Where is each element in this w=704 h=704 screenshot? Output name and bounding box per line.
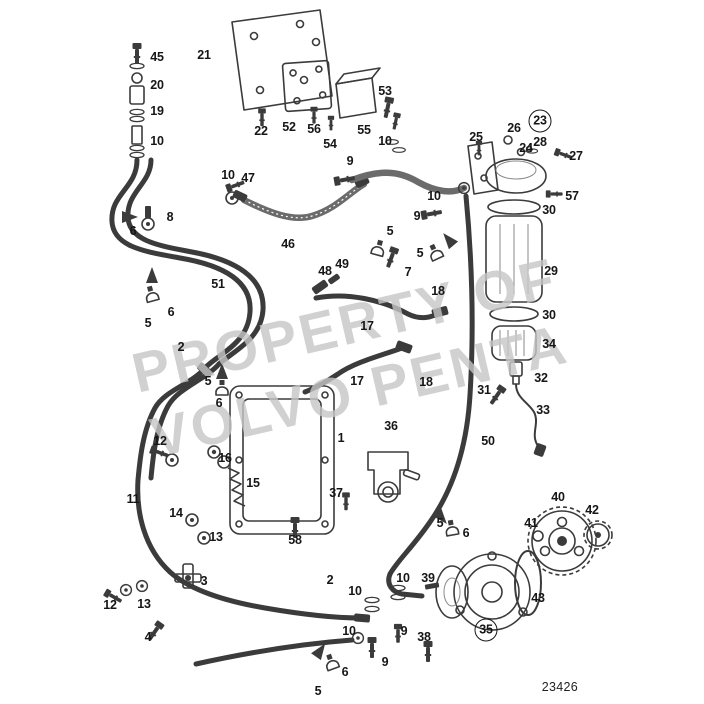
callout-30: 30 xyxy=(542,202,556,217)
callout-10: 10 xyxy=(378,133,392,148)
callout-30: 30 xyxy=(542,307,556,322)
callout-26: 26 xyxy=(507,120,521,135)
callout-38: 38 xyxy=(417,629,431,644)
callout-58: 58 xyxy=(288,532,302,547)
callout-10: 10 xyxy=(150,133,164,148)
callout-52: 52 xyxy=(282,119,296,134)
callout-5: 5 xyxy=(204,373,212,388)
callout-10: 10 xyxy=(396,570,410,585)
lower-left-fittings xyxy=(102,445,365,645)
callout-2: 2 xyxy=(177,339,185,354)
callout-28: 28 xyxy=(533,134,547,149)
callout-29: 29 xyxy=(544,263,558,278)
callout-8: 8 xyxy=(166,209,174,224)
callout-36: 36 xyxy=(384,418,398,433)
callout-43: 43 xyxy=(531,590,545,605)
callout-9: 9 xyxy=(381,654,389,669)
callout-10: 10 xyxy=(427,188,441,203)
callout-41: 41 xyxy=(524,515,538,530)
callout-5: 5 xyxy=(386,223,394,238)
callout-15: 15 xyxy=(246,475,260,490)
cover-plate xyxy=(229,385,335,538)
callout-51: 51 xyxy=(211,276,225,291)
fitting-stack-top-left xyxy=(129,43,145,159)
callout-9: 9 xyxy=(346,153,354,168)
callout-9: 9 xyxy=(413,208,421,223)
callout-47: 47 xyxy=(241,170,255,185)
callout-31: 31 xyxy=(477,382,491,397)
callout-48: 48 xyxy=(318,263,332,278)
callout-10: 10 xyxy=(348,583,362,598)
callout-12: 12 xyxy=(153,433,167,448)
callout-25: 25 xyxy=(469,129,483,144)
callout-6: 6 xyxy=(341,664,349,679)
callout-16: 16 xyxy=(218,450,232,465)
mounting-bracket xyxy=(231,9,406,153)
drive-gears xyxy=(527,506,613,576)
callout-6: 6 xyxy=(462,525,470,540)
callout-35: 35 xyxy=(474,618,498,642)
callout-6: 6 xyxy=(215,395,223,410)
callout-50: 50 xyxy=(481,433,495,448)
callout-4: 4 xyxy=(144,629,152,644)
hose-clamps xyxy=(122,206,460,672)
fuel-filter-assembly xyxy=(467,135,573,457)
callout-6: 6 xyxy=(129,223,137,238)
callout-34: 34 xyxy=(542,336,556,351)
fuel-hoses-middle xyxy=(302,246,449,395)
callout-42: 42 xyxy=(585,502,599,517)
callout-10: 10 xyxy=(342,623,356,638)
callout-18: 18 xyxy=(431,283,445,298)
callout-9: 9 xyxy=(400,623,408,638)
callout-53: 53 xyxy=(378,83,392,98)
callout-5: 5 xyxy=(436,515,444,530)
figure-number: 23426 xyxy=(541,680,578,694)
callout-6: 6 xyxy=(167,304,175,319)
callout-24: 24 xyxy=(519,140,533,155)
callout-23: 23 xyxy=(528,109,552,133)
feed-pump xyxy=(342,451,421,511)
callout-3: 3 xyxy=(200,573,208,588)
callout-55: 55 xyxy=(357,122,371,137)
callout-5: 5 xyxy=(314,683,322,698)
callout-13: 13 xyxy=(137,596,151,611)
callout-18: 18 xyxy=(419,374,433,389)
callout-46: 46 xyxy=(281,236,295,251)
callout-56: 56 xyxy=(307,121,321,136)
callout-37: 37 xyxy=(329,485,343,500)
callout-2: 2 xyxy=(326,572,334,587)
braided-hose xyxy=(225,169,471,222)
callout-10: 10 xyxy=(221,167,235,182)
callout-54: 54 xyxy=(323,136,337,151)
callout-21: 21 xyxy=(197,47,211,62)
callout-5: 5 xyxy=(144,315,152,330)
callout-14: 14 xyxy=(169,505,183,520)
callout-11: 11 xyxy=(126,491,140,506)
callout-39: 39 xyxy=(421,570,435,585)
callout-17: 17 xyxy=(350,373,364,388)
callout-20: 20 xyxy=(150,77,164,92)
callout-57: 57 xyxy=(565,188,579,203)
callout-40: 40 xyxy=(551,489,565,504)
callout-19: 19 xyxy=(150,103,164,118)
callout-17: 17 xyxy=(360,318,374,333)
callout-7: 7 xyxy=(404,264,412,279)
callout-5: 5 xyxy=(416,245,424,260)
callout-12: 12 xyxy=(103,597,117,612)
callout-13: 13 xyxy=(209,529,223,544)
callout-33: 33 xyxy=(536,402,550,417)
callout-45: 45 xyxy=(150,49,164,64)
callout-22: 22 xyxy=(254,123,268,138)
callout-27: 27 xyxy=(569,148,583,163)
callout-1: 1 xyxy=(337,430,345,445)
fuel-hose-50 xyxy=(386,193,475,599)
callout-32: 32 xyxy=(534,370,548,385)
fuel-hoses-left xyxy=(109,157,371,667)
callout-49: 49 xyxy=(335,256,349,271)
